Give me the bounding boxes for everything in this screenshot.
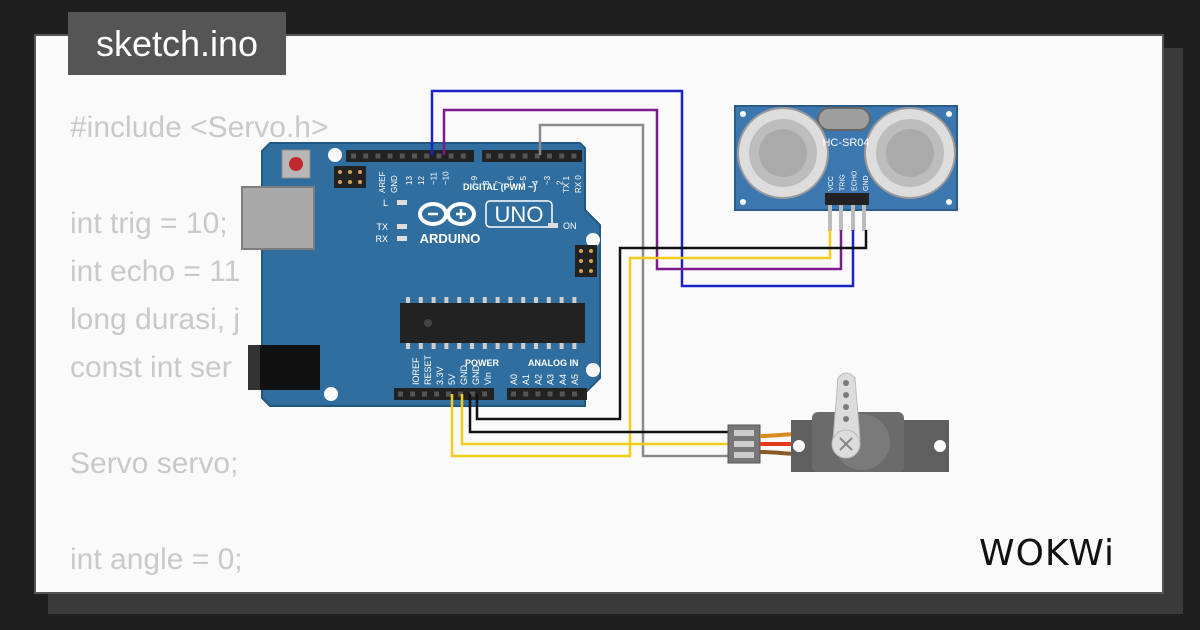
echo-wire[interactable] — [442, 108, 843, 271]
reset-button-dot — [289, 157, 303, 171]
wires — [430, 89, 868, 458]
digital-pin-label: 8 — [482, 180, 491, 185]
digital-pin-label: ~3 — [543, 175, 552, 185]
led-tx-label: TX — [376, 222, 388, 232]
digital-pin-label: ~6 — [507, 175, 516, 185]
sensor-name: HC-SR04 — [822, 137, 869, 149]
analog-pin-label: A2 — [533, 374, 543, 385]
servo-vcc-wire[interactable] — [460, 394, 730, 446]
tx-pin-label: TX 1 — [562, 176, 571, 193]
sensor-pin-label: VCC — [828, 176, 835, 191]
sketch-title[interactable]: sketch.ino — [68, 12, 286, 75]
arduino-logo-icon — [418, 202, 476, 226]
aref-label: AREF — [378, 172, 387, 193]
arduino-uno-board[interactable]: UNO ARDUINO L TX RX ON DIGITAL (PWM ~) A… — [241, 142, 601, 407]
digital-pin-label: ~11 — [429, 171, 438, 185]
analog-pin-label: A0 — [509, 374, 519, 385]
code-line: long durasi, j — [70, 303, 241, 336]
sensor-pin-label: ECHO — [851, 170, 858, 191]
power-pin-label: GND — [471, 365, 481, 386]
board-model: UNO — [495, 202, 544, 227]
power-header — [394, 388, 494, 400]
wokwi-logo-icon: WOKWi — [979, 533, 1115, 574]
usb-port — [241, 186, 315, 250]
digital-header-low — [482, 150, 582, 162]
servo-gnd-wire[interactable] — [468, 394, 730, 434]
led-on-label: ON — [563, 221, 577, 231]
sensor-pin-label: GND — [863, 175, 870, 191]
code-preview: #include <Servo.h> int trig = 10; int ech… — [70, 104, 329, 584]
gnd-top-label: GND — [390, 175, 399, 193]
analog-header — [507, 388, 587, 400]
power-pin-label: GND — [459, 365, 469, 386]
digital-pin-label: 2 — [555, 180, 564, 185]
power-pin-label: 3.3V — [435, 366, 445, 385]
rx-pin-label: RX 0 — [574, 175, 583, 193]
digital-pin-label: ~10 — [442, 171, 451, 185]
vcc-wire[interactable] — [450, 230, 832, 458]
digital-header-high — [346, 150, 474, 162]
code-line: Servo servo; — [70, 447, 239, 480]
analog-pin-label: A5 — [570, 374, 580, 385]
power-pin-label: 5V — [447, 374, 457, 385]
digital-pin-label: 12 — [417, 176, 426, 185]
digital-pin-label: 7 — [494, 180, 503, 185]
led-rx-label: RX — [375, 234, 388, 244]
power-label: POWER — [465, 358, 500, 368]
analog-pin-label: A3 — [546, 374, 556, 385]
power-pin-label: RESET — [423, 354, 433, 385]
hc-sr04-sensor[interactable]: HC-SR04 VCC TRIG ECHO GND — [734, 105, 958, 231]
analog-pin-label: A1 — [521, 374, 531, 385]
reset-button[interactable] — [281, 149, 311, 179]
code-line: int echo = 11 — [70, 255, 241, 288]
code-line: int trig = 10; — [70, 207, 228, 240]
analog-label: ANALOG IN — [528, 358, 579, 368]
trig-wire[interactable] — [430, 89, 855, 288]
analog-pin-label: A4 — [558, 374, 568, 385]
digital-pin-label: 4 — [531, 180, 540, 185]
code-line: const int ser — [70, 351, 232, 384]
digital-pin-label: ~5 — [519, 175, 528, 185]
servo-motor[interactable] — [727, 372, 949, 472]
board-brand: ARDUINO — [420, 231, 481, 246]
logo-text: WOKWi — [979, 533, 1115, 574]
led-l-label: L — [383, 198, 388, 208]
digital-pin-label: ~9 — [470, 175, 479, 185]
servo-signal-wire[interactable] — [538, 123, 730, 458]
digital-label: DIGITAL (PWM ~) — [463, 182, 536, 192]
sensor-pin-label: TRIG — [840, 174, 847, 191]
power-pin-label: Vin — [483, 372, 493, 385]
code-line: #include <Servo.h> — [70, 111, 329, 144]
power-pin-label: IOREF — [411, 357, 421, 385]
gnd-wire[interactable] — [475, 230, 868, 421]
code-line: int angle = 0; — [70, 543, 243, 576]
digital-pin-label: 13 — [405, 176, 414, 185]
